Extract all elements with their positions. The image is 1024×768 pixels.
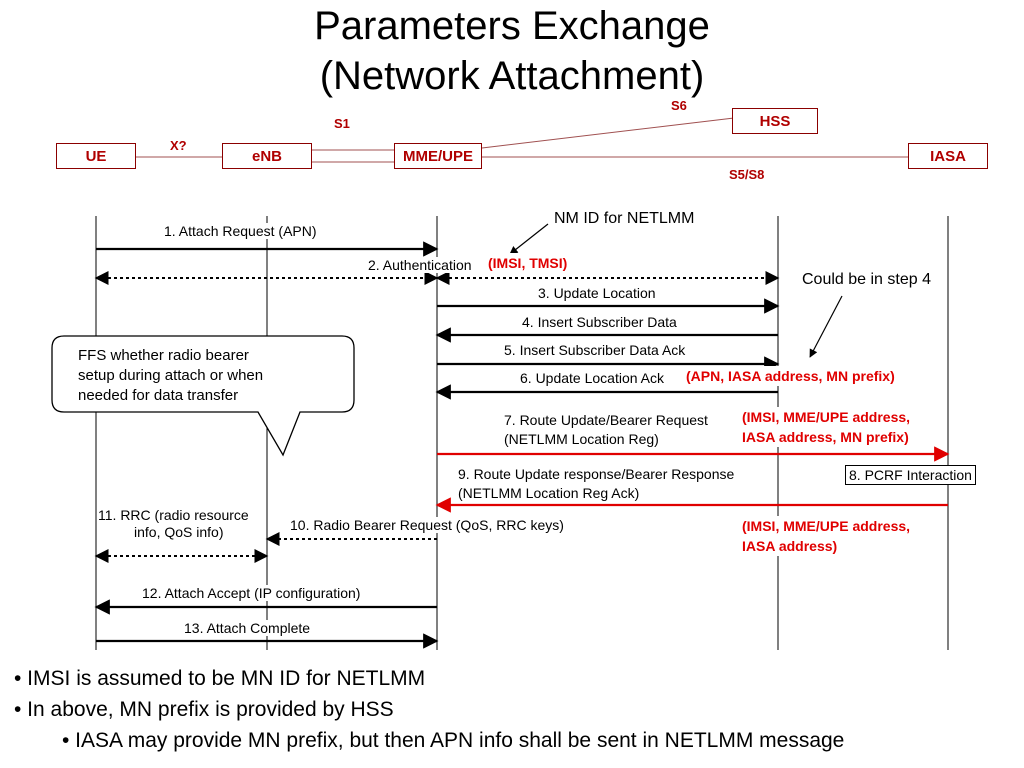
nmid-note: NM ID for NETLMM	[554, 210, 695, 227]
route-response-params-1: (IMSI, MME/UPE address,	[742, 516, 911, 536]
node-hss: HSS	[732, 108, 818, 134]
interface-s5s8: S5/S8	[729, 167, 765, 182]
message-11-label-1: 11. RRC (radio resource	[98, 507, 249, 523]
message-10-label: 10. Radio Bearer Request (QoS, RRC keys)	[288, 517, 566, 533]
node-enb: eNB	[222, 143, 312, 169]
message-9-label-2: (NETLMM Location Reg Ack)	[458, 485, 640, 501]
message-7-label-2: (NETLMM Location Reg)	[504, 431, 659, 447]
callout-bubble	[51, 335, 355, 457]
message-5-label: 5. Insert Subscriber Data Ack	[502, 342, 688, 358]
route-update-params-2: IASA address, MN prefix)	[742, 427, 909, 447]
step4-note: Could be in step 4	[802, 271, 931, 288]
title-line-2: (Network Attachment)	[319, 54, 705, 98]
bullet-1: • IMSI is assumed to be MN ID for NETLMM	[14, 667, 426, 690]
node-iasa: IASA	[908, 143, 988, 169]
bullet-3: • IASA may provide MN prefix, but then A…	[62, 729, 845, 752]
interface-s6: S6	[671, 98, 687, 113]
message-13-label: 13. Attach Complete	[182, 620, 313, 636]
imsi-tmsi-label: (IMSI, TMSI)	[488, 253, 568, 273]
callout-line-1: FFS whether radio bearer	[78, 347, 249, 364]
pcrf-interaction-box: 8. PCRF Interaction	[845, 465, 976, 485]
message-7-label-1: 7. Route Update/Bearer Request	[504, 412, 708, 428]
message-6-label: 6. Update Location Ack	[518, 370, 666, 386]
message-12-label: 12. Attach Accept (IP configuration)	[140, 585, 363, 601]
callout-line-3: needed for data transfer	[78, 387, 239, 404]
bullet-2: • In above, MN prefix is provided by HSS	[14, 698, 394, 721]
interface-s1: S1	[334, 116, 350, 131]
message-2-label: 2. Authentication	[366, 257, 482, 273]
architecture-links	[136, 117, 908, 163]
route-response-params-2: IASA address)	[742, 536, 838, 556]
step4-pointer	[809, 295, 843, 358]
nmid-pointer	[509, 223, 549, 255]
link-mme-hss	[481, 117, 735, 149]
route-update-params-1: (IMSI, MME/UPE address,	[742, 407, 911, 427]
node-mme: MME/UPE	[394, 143, 482, 169]
apn-params-label: (APN, IASA address, MN prefix)	[686, 366, 895, 386]
node-ue: UE	[56, 143, 136, 169]
interface-x: X?	[170, 138, 187, 153]
title-line-1: Parameters Exchange	[314, 4, 710, 48]
message-1-label: 1. Attach Request (APN)	[162, 223, 319, 239]
lifelines	[95, 216, 949, 650]
message-9-label-1: 9. Route Update response/Bearer Response	[458, 466, 735, 482]
message-11-label-2: info, QoS info)	[134, 524, 224, 540]
message-4-label: 4. Insert Subscriber Data	[520, 314, 679, 330]
callout-line-2: setup during attach or when	[78, 367, 264, 384]
message-3-label: 3. Update Location	[536, 285, 658, 301]
